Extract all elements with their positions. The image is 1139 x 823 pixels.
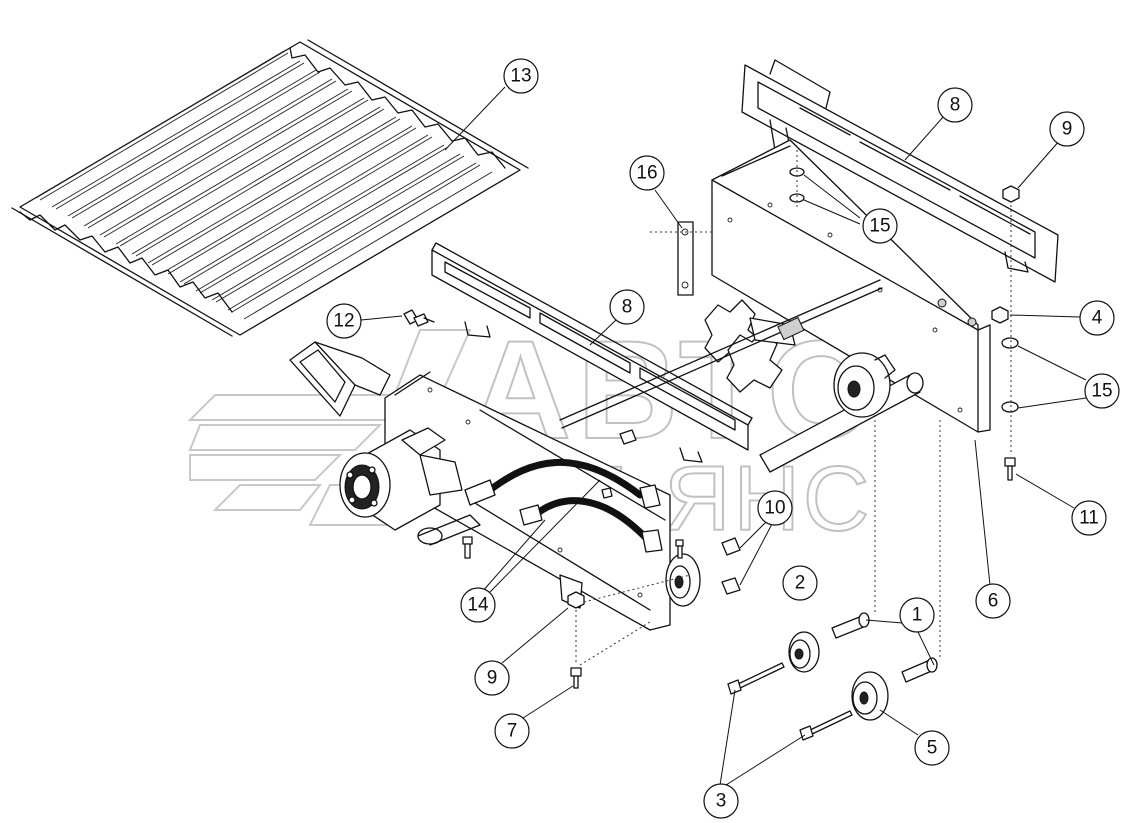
callout-2-label: 2 — [795, 573, 806, 594]
part-2-roller — [788, 631, 820, 673]
part-1-pins — [831, 612, 938, 683]
callout-10: 10 — [757, 490, 793, 526]
bearing-wheel-left — [665, 553, 701, 607]
callout-14: 14 — [460, 587, 496, 623]
callout-11-label: 11 — [1079, 508, 1099, 529]
callout-11: 11 — [1071, 500, 1107, 536]
assembly-dotted-lines — [575, 150, 1012, 666]
callout-12-label: 12 — [333, 311, 354, 332]
callout-9-right-label: 9 — [1062, 119, 1073, 140]
callout-13: 13 — [503, 58, 539, 94]
part-14-hydraulic-hoses — [464, 459, 663, 553]
callout-8-left-label: 8 — [622, 297, 633, 318]
callout-8-left: 8 — [609, 289, 645, 325]
callout-10-label: 10 — [764, 498, 785, 519]
part-13-slat-mat — [11, 39, 529, 337]
part-10-fittings — [601, 429, 741, 595]
callout-13-label: 13 — [510, 66, 531, 87]
callout-1: 1 — [899, 597, 935, 633]
callout-8-right: 8 — [937, 87, 973, 123]
callout-5: 5 — [914, 730, 950, 766]
callout-6-label: 6 — [988, 591, 999, 612]
part-15-washers — [789, 167, 1019, 413]
part-16-strap — [677, 221, 694, 296]
callout-6: 6 — [975, 583, 1011, 619]
part-11-bolt — [1004, 457, 1016, 481]
callout-7: 7 — [494, 713, 530, 749]
callout-15-upper-label: 15 — [869, 216, 890, 237]
part-7-bolt — [570, 667, 582, 689]
drive-sprocket-assembly — [559, 279, 883, 429]
bearing-wheel-right — [833, 352, 896, 418]
callout-2: 2 — [782, 565, 818, 601]
callout-5-label: 5 — [927, 738, 938, 759]
callout-8-right-label: 8 — [950, 95, 961, 116]
part-3-long-bolts — [727, 662, 853, 741]
callout-7-label: 7 — [507, 721, 518, 742]
callout-4-label: 4 — [1092, 308, 1103, 329]
part-9-nut-right — [1002, 185, 1020, 203]
callout-3-label: 3 — [716, 791, 727, 812]
callout-14-label: 14 — [467, 595, 489, 616]
callout-9-left: 9 — [474, 660, 510, 696]
callout-4: 4 — [1079, 300, 1115, 336]
callout-12: 12 — [326, 303, 362, 339]
callout-16: 16 — [629, 155, 665, 191]
frame-bolt — [462, 536, 684, 559]
callout-16-label: 16 — [636, 163, 657, 184]
part-12-fitting — [403, 309, 435, 327]
part-8-left-side-plate — [431, 242, 753, 463]
callout-9-right: 9 — [1049, 111, 1085, 147]
part-9-nut-left — [567, 591, 585, 609]
part-6-frame-body — [711, 139, 991, 433]
part-5-roller — [851, 671, 889, 721]
part-8-right-side-plate — [741, 59, 1059, 283]
callout-15-upper: 15 — [862, 208, 898, 244]
callout-15-lower: 15 — [1084, 373, 1120, 409]
hydraulic-motor — [339, 427, 481, 546]
callout-leaders — [360, 86, 1087, 786]
part-4-nut — [991, 306, 1009, 324]
callout-1-label: 1 — [912, 605, 923, 626]
callout-3: 3 — [703, 783, 739, 819]
callout-15-lower-label: 15 — [1091, 381, 1112, 402]
callout-9-left-label: 9 — [487, 668, 498, 689]
hopper-funnel — [289, 341, 391, 417]
